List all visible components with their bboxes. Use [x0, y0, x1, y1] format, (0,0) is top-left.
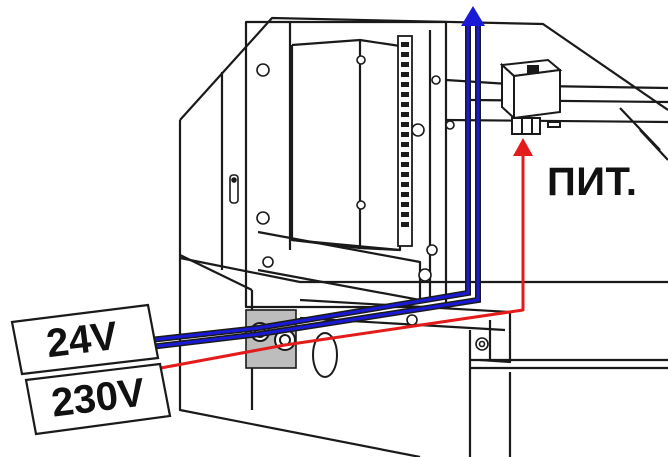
- actuator-device: [499, 58, 563, 135]
- label-24v-text: 24V: [44, 314, 120, 366]
- door-latch: [229, 174, 239, 204]
- din-rail: [397, 35, 413, 247]
- label-230v: 230V: [24, 362, 172, 436]
- arrow-up-24v: [461, 6, 485, 26]
- wire-230v: [149, 150, 525, 372]
- wire-24v-color: [149, 22, 480, 349]
- supply-label: ПИТ.: [547, 160, 638, 204]
- arrow-up-230v: [513, 138, 533, 156]
- label-24v: 24V: [10, 303, 160, 376]
- rail-bolt: [475, 337, 489, 351]
- cable-gland-plate: [245, 309, 297, 369]
- bolts: [256, 55, 455, 326]
- housing: [178, 16, 668, 457]
- knockout-hole: [312, 332, 338, 378]
